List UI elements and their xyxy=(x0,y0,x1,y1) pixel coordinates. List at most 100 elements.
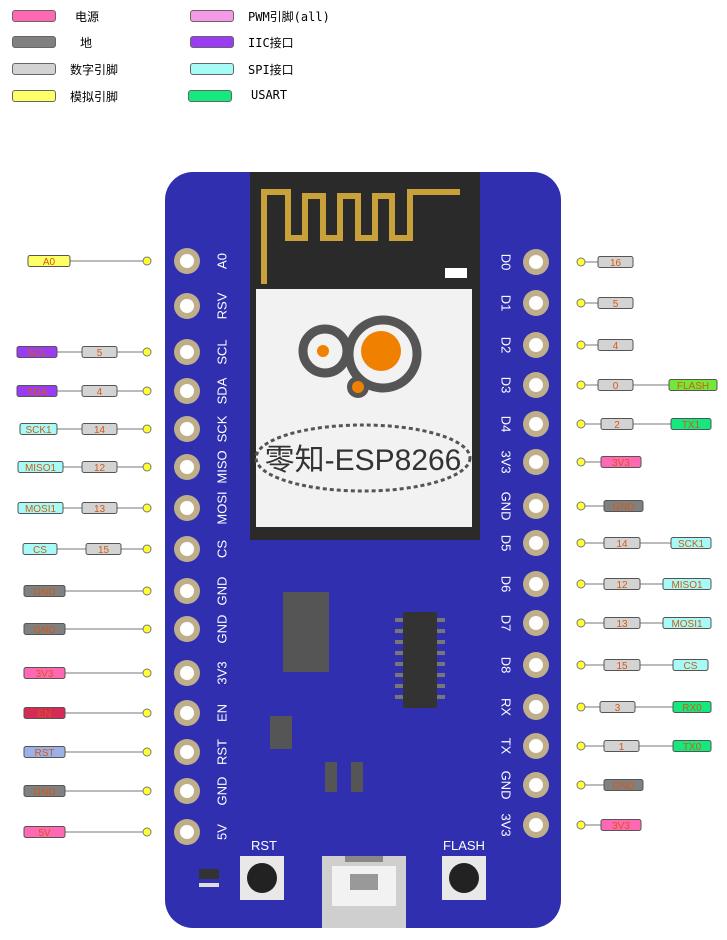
rst-button[interactable] xyxy=(240,856,284,900)
pin-function-tag-box xyxy=(17,461,64,473)
pin-junction-dot xyxy=(576,579,586,589)
pin-function-tag: MISO1 xyxy=(662,578,712,591)
pin-function-tag: RX0 xyxy=(672,701,712,714)
pin-function-tag: GND xyxy=(23,785,66,798)
ic-leg xyxy=(437,662,445,666)
pin-junction-dot xyxy=(576,257,586,267)
ic-body xyxy=(403,612,437,708)
ic-leg xyxy=(395,684,403,688)
antenna-indicator xyxy=(445,268,467,278)
ic-leg xyxy=(395,662,403,666)
pin-hole xyxy=(180,622,194,636)
pin-function-tag-label: 16 xyxy=(610,258,622,269)
pin-label: RSV xyxy=(215,292,230,319)
pin-function-tag-label: SCK1 xyxy=(25,425,52,436)
pin-function-tag: 5 xyxy=(81,346,118,359)
pin-label: SCL xyxy=(215,339,230,364)
pin-function-tag-label: 15 xyxy=(616,661,628,672)
ic-leg xyxy=(395,695,403,699)
capacitor xyxy=(325,762,337,792)
pin-junction-dot xyxy=(142,544,152,554)
pin-function-tag-box xyxy=(662,617,712,629)
pin-function-tag-box xyxy=(662,578,712,590)
pin-hole xyxy=(180,825,194,839)
legend-swatch xyxy=(12,10,56,22)
pin-function-tag-label: 4 xyxy=(613,341,619,352)
module-label-border xyxy=(254,423,472,493)
pin-function-tag: 3V3 xyxy=(600,456,642,469)
pin-function-tag: 15 xyxy=(85,543,122,556)
pin-function-tag-box xyxy=(603,659,641,671)
pin-junction-dot xyxy=(576,380,586,390)
logo-icon xyxy=(298,315,422,398)
led-indicator xyxy=(199,869,219,879)
pin-hole xyxy=(529,616,543,630)
pin-function-tag-box xyxy=(23,826,66,838)
ic-leg xyxy=(395,618,403,622)
flash-button[interactable] xyxy=(442,856,486,900)
pin-hole xyxy=(180,706,194,720)
pin-function-tag-label: RX0 xyxy=(682,703,702,714)
pin-junction-dot xyxy=(576,340,586,350)
pin-function-tag-label: 1 xyxy=(619,742,625,753)
ic-leg xyxy=(395,629,403,633)
pin-function-tag-label: MOSI1 xyxy=(671,619,703,630)
pin-function-tag-label: 3V3 xyxy=(36,669,54,680)
pin-function-tag-label: CS xyxy=(33,545,47,556)
pin-function-tag-box xyxy=(23,667,66,679)
pin-function-tag-box xyxy=(597,379,634,391)
pin-hole xyxy=(180,460,194,474)
pin-function-tag: 13 xyxy=(603,617,641,630)
rst-button-label: RST xyxy=(251,838,277,853)
pin-function-tag: TX0 xyxy=(672,740,712,753)
pin-junction-dot xyxy=(142,747,152,757)
ic-leg xyxy=(437,629,445,633)
pin-function-tag-label: GND xyxy=(33,625,55,636)
ic-leg xyxy=(395,673,403,677)
pin-function-tag: 3V3 xyxy=(600,819,642,832)
pin-label: D6 xyxy=(499,576,514,593)
pin-hole xyxy=(529,499,543,513)
pin-function-tag-label: 2 xyxy=(614,420,620,431)
pin-function-tag-label: SDA xyxy=(27,387,48,398)
pin-junction-dot xyxy=(576,298,586,308)
pin-function-tag: 5V xyxy=(23,826,66,839)
usb-uart-chip xyxy=(283,592,329,672)
pin-function-tag: 4 xyxy=(81,385,118,398)
pin-hole xyxy=(529,338,543,352)
pin-function-tag-box xyxy=(27,255,71,267)
pin-function-tag-box xyxy=(672,740,712,752)
pin-function-tag-box xyxy=(81,423,118,435)
pin-hole xyxy=(529,700,543,714)
pin-junction-dot xyxy=(142,624,152,634)
pin-hole xyxy=(180,422,194,436)
pin-hole xyxy=(529,378,543,392)
pin-function-tag-box xyxy=(672,701,712,713)
pin-function-tag: GND xyxy=(603,500,644,513)
ic-leg xyxy=(395,651,403,655)
pin-hole xyxy=(180,384,194,398)
pin-junction-dot xyxy=(142,503,152,513)
ic-leg xyxy=(437,684,445,688)
pin-hole xyxy=(529,658,543,672)
pin-function-tag: 14 xyxy=(81,423,118,436)
pin-hole xyxy=(180,584,194,598)
pin-hole xyxy=(529,536,543,550)
pin-function-tag: MOSI1 xyxy=(662,617,712,630)
pin-function-tag-box xyxy=(600,456,642,468)
pin-hole xyxy=(180,745,194,759)
pin-function-tag-label: 5V xyxy=(38,828,51,839)
pin-hole xyxy=(180,501,194,515)
pin-function-tag: SDA xyxy=(16,385,58,398)
pin-junction-dot xyxy=(142,708,152,718)
pin-function-tag-box xyxy=(597,297,634,309)
pin-function-tag: GND xyxy=(23,585,66,598)
pin-function-tag: 3V3 xyxy=(23,667,66,680)
pin-label: D3 xyxy=(499,377,514,394)
pin-function-tag-box xyxy=(603,578,641,590)
pin-junction-dot xyxy=(142,668,152,678)
pin-function-tag-box xyxy=(600,819,642,831)
pin-label: GND xyxy=(215,777,230,806)
pin-function-tag-label: GND xyxy=(612,502,634,513)
